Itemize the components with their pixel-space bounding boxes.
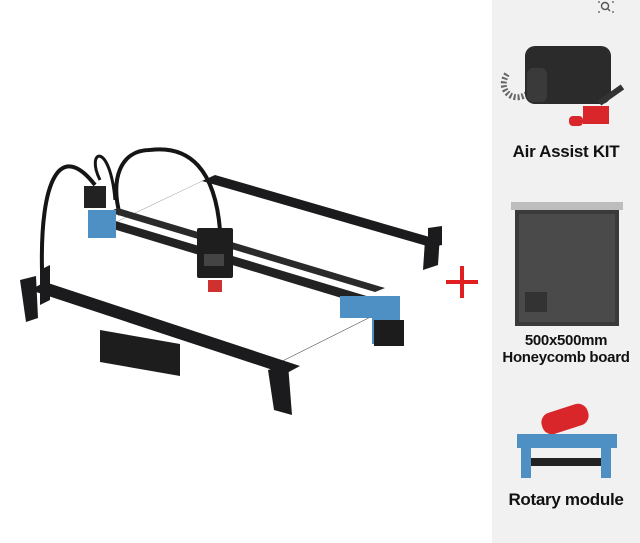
honeycomb-size-label: 500x500mm — [524, 332, 608, 349]
magnify-icon[interactable] — [596, 0, 616, 14]
rotary-module-label: Rotary module — [508, 490, 624, 509]
honeycomb-board-label: Honeycomb board — [502, 349, 630, 366]
laser-engraver-illustration — [20, 147, 442, 415]
product-image — [20, 147, 442, 415]
plus-icon — [442, 262, 482, 302]
air-assist-kit-image — [497, 34, 635, 134]
honeycomb-board-image — [497, 202, 635, 328]
air-assist-kit-label: Air Assist KIT — [512, 142, 620, 161]
rotary-module-image — [497, 398, 635, 484]
